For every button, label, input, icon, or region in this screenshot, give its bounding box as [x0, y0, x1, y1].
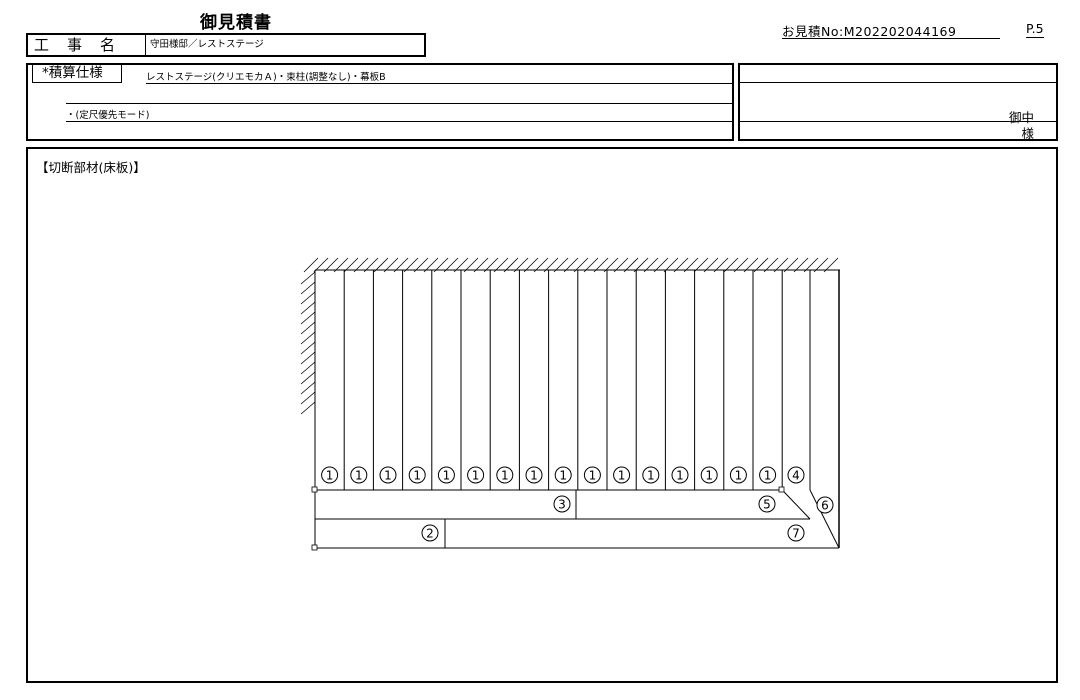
board-label-9-circle [554, 466, 572, 484]
wall-hatch-top [303, 257, 319, 273]
board-label-16-circle [759, 466, 777, 484]
cut-parts-panel: 【切断部材(床板)】 [26, 147, 1058, 683]
board-label-1-text: 1 [326, 469, 334, 483]
board-label-12-text: 1 [647, 469, 655, 483]
board-label-6-text: 1 [472, 469, 480, 483]
spec-underline-2 [66, 103, 732, 104]
project-name-value: 守田様邸／レストステージ [150, 39, 264, 50]
part-label-4-text: 4 [792, 469, 800, 483]
spec-label: *積算仕様 [32, 65, 122, 83]
board-label-8-text: 1 [530, 469, 538, 483]
spec-box: *積算仕様 レストステージ(クリエモカＡ)・束柱(調整なし)・幕板B ・(定尺優… [26, 63, 734, 141]
board-label-2-text: 1 [355, 469, 363, 483]
project-name-label: 工事名 [28, 35, 146, 55]
customer-sama: 様 [1021, 126, 1034, 141]
board-label-11-circle [613, 466, 631, 484]
customer-rule-1 [740, 82, 1056, 83]
part-label-7-circle [787, 524, 805, 542]
board-label-13-text: 1 [676, 469, 684, 483]
wall-hatch-left [300, 331, 316, 345]
board-label-4-circle [408, 466, 426, 484]
wall-hatch-left [300, 351, 316, 365]
board-label-5-text: 1 [443, 469, 451, 483]
wall-hatch-left [300, 311, 316, 325]
board-label-5-circle [437, 466, 455, 484]
wall-hatch-left [300, 361, 316, 375]
part-label-6-circle [816, 496, 834, 514]
board-label-8-circle [525, 466, 543, 484]
wall-hatch-left [300, 381, 316, 395]
corner-mark-3 [778, 486, 785, 493]
spec-line-2: ・(定尺優先モード) [66, 110, 150, 121]
part-label-5-text: 5 [763, 498, 771, 512]
board-label-4-text: 1 [413, 469, 421, 483]
wall-hatch-left [300, 281, 316, 295]
board-label-3-circle [379, 466, 397, 484]
board-label-14-text: 1 [705, 469, 713, 483]
board-label-11-text: 1 [618, 469, 626, 483]
estimate-number-underline [782, 38, 1000, 39]
spec-line-1: レストステージ(クリエモカＡ)・束柱(調整なし)・幕板B [146, 72, 386, 83]
board-label-7-text: 1 [501, 469, 509, 483]
board-label-3-text: 1 [384, 469, 392, 483]
customer-box: 御中 様 [738, 63, 1058, 141]
document-title: 御見積書 [200, 13, 272, 33]
board-label-13-circle [671, 466, 689, 484]
board-label-10-circle [583, 466, 601, 484]
part-label-2-circle [421, 524, 439, 542]
part-label-3-text: 3 [558, 498, 566, 512]
board-label-9-text: 1 [559, 469, 567, 483]
board-label-15-text: 1 [735, 469, 743, 483]
wall-hatch-left [300, 391, 316, 405]
board-label-14-circle [700, 466, 718, 484]
part-label-7-text: 7 [792, 527, 800, 541]
customer-rule-2 [740, 121, 1056, 122]
wall-hatch-left [300, 341, 316, 355]
part-label-4-circle [787, 466, 805, 484]
wall-hatch-left [300, 291, 316, 305]
corner-mark-1 [311, 486, 318, 493]
board-label-1-circle [321, 466, 339, 484]
miter-5 [781, 489, 811, 520]
wall-hatch-left [300, 371, 316, 385]
spec-underline-3 [66, 121, 732, 122]
board-label-2-circle [350, 466, 368, 484]
part-label-2-text: 2 [426, 527, 434, 541]
estimate-number: お見積No:M202202044169 [782, 24, 957, 39]
project-name-field: 工事名 守田様邸／レストステージ [26, 33, 426, 57]
miter-6 [809, 489, 840, 549]
board-label-16-text: 1 [764, 469, 772, 483]
page-number: P.5 [1026, 21, 1044, 38]
part-label-5-circle [758, 495, 776, 513]
board-label-7-circle [496, 466, 514, 484]
spec-underline-1 [146, 83, 732, 84]
board-label-10-text: 1 [589, 469, 597, 483]
section-title: 【切断部材(床板)】 [36, 160, 146, 175]
part-label-6-text: 6 [821, 499, 829, 513]
part-label-3-circle [553, 495, 571, 513]
wall-hatch-left [300, 271, 316, 285]
board-label-6-circle [467, 466, 485, 484]
wall-hatch-left [300, 301, 316, 315]
wall-hatch-left [300, 321, 316, 335]
board-label-15-circle [729, 466, 747, 484]
wall-hatch-left [300, 401, 316, 415]
board-label-12-circle [642, 466, 660, 484]
corner-mark-2 [311, 544, 318, 551]
